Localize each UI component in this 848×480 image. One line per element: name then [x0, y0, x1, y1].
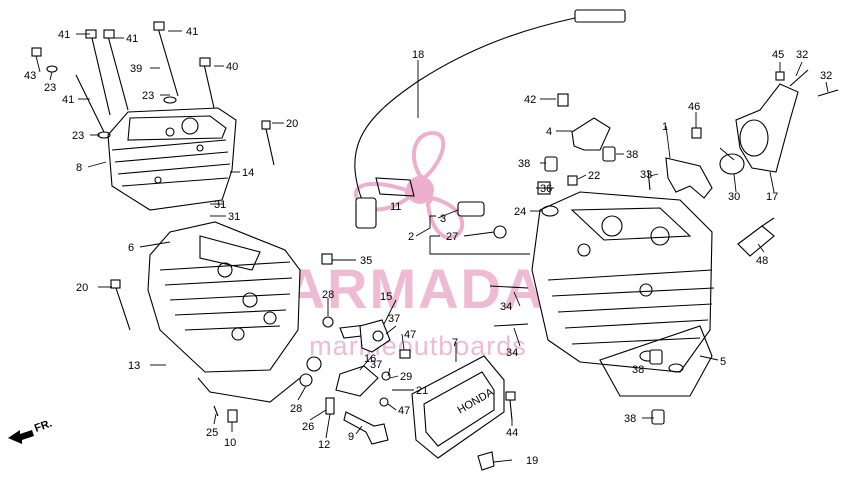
callout-38-a: 38	[518, 158, 530, 170]
callout-13: 13	[128, 360, 140, 372]
head-bolts-drawing	[31, 21, 215, 139]
callout-15: 15	[380, 291, 392, 303]
callout-37-a: 37	[388, 313, 400, 325]
parts-3-27-drawing	[457, 201, 507, 239]
callout-24: 24	[514, 206, 526, 218]
side-cover-7-drawing: HONDA	[411, 355, 505, 459]
callout-18: 18	[412, 49, 424, 61]
callout-34-b: 34	[506, 347, 518, 359]
callout-30: 30	[728, 191, 740, 203]
rear-head-cover-drawing	[107, 107, 237, 211]
callout-40: 40	[226, 61, 238, 73]
callout-14: 14	[242, 167, 254, 179]
callout-38-d: 38	[624, 413, 636, 425]
callout-6: 6	[128, 242, 134, 254]
callout-5: 5	[720, 356, 726, 368]
watermark-tagline: marineoutboards	[309, 331, 527, 361]
callout-21: 21	[416, 385, 428, 397]
callout-34-a: 34	[500, 301, 512, 313]
callout-32-a: 32	[796, 49, 808, 61]
callout-16: 16	[364, 353, 376, 365]
dowel-pins-drawing	[544, 146, 665, 425]
front-direction-label: FR.	[33, 417, 54, 434]
camshaft-parts-drawing	[213, 253, 411, 445]
callout-12: 12	[318, 439, 330, 451]
callout-48: 48	[756, 255, 768, 267]
callout-44: 44	[506, 427, 518, 439]
callout-33: 33	[640, 169, 652, 181]
leader-lines	[35, 30, 829, 463]
callout-32-b: 32	[820, 70, 832, 82]
callout-23-c: 23	[72, 130, 84, 142]
rear-cylinder-head-drawing	[110, 221, 301, 403]
callout-labels: 41 41 41 39 40 43 23 41 23 23 8 20 14 31…	[24, 26, 832, 467]
callout-45: 45	[772, 49, 784, 61]
callout-28-b: 28	[290, 403, 302, 415]
callout-29: 29	[400, 371, 412, 383]
callout-37-b: 37	[370, 359, 382, 371]
cable-18-drawing	[354, 9, 626, 229]
callout-19: 19	[526, 455, 538, 467]
callout-11: 11	[390, 201, 401, 213]
callout-17: 17	[766, 191, 778, 203]
callout-46: 46	[688, 101, 700, 113]
callout-9: 9	[348, 431, 354, 443]
callout-23-a: 23	[44, 82, 56, 94]
callout-31-b: 31	[228, 211, 240, 223]
holder-4-drawing	[557, 93, 611, 151]
callout-41-d: 41	[62, 94, 74, 106]
bolt-20-upper-drawing	[261, 120, 275, 166]
callout-8: 8	[76, 162, 82, 174]
callout-22: 22	[588, 170, 600, 182]
callout-42: 42	[524, 94, 536, 106]
callout-41-b: 41	[126, 33, 138, 45]
callout-41-a: 41	[58, 29, 70, 41]
callout-35: 35	[360, 255, 372, 267]
callout-31-a: 31	[214, 199, 226, 211]
callout-43: 43	[24, 70, 36, 82]
bolts-44-19-drawing	[477, 391, 516, 471]
callout-3: 3	[440, 213, 446, 225]
callout-39: 39	[130, 63, 142, 75]
callout-2: 2	[408, 231, 414, 243]
callout-27: 27	[446, 231, 458, 243]
callout-36: 36	[540, 183, 552, 195]
callout-38-b: 38	[626, 149, 638, 161]
callout-20-a: 20	[286, 118, 298, 130]
insulator-17-drawing	[719, 69, 839, 175]
front-cylinder-head-drawing	[531, 191, 715, 373]
watermark-propeller-icon	[354, 131, 465, 240]
callout-4: 4	[546, 126, 552, 138]
callout-7: 7	[452, 337, 458, 349]
callout-10: 10	[224, 437, 236, 449]
callout-28-a: 28	[322, 289, 334, 301]
front-direction-arrow-icon	[8, 430, 34, 444]
callout-23-b: 23	[142, 90, 154, 102]
callout-41-c: 41	[186, 26, 198, 38]
spark-plug-48-drawing	[737, 217, 775, 257]
callout-1: 1	[662, 121, 668, 133]
callout-47-a: 47	[404, 329, 416, 341]
bracket-1-drawing	[647, 127, 713, 199]
watermark: ARMADA marineoutboards	[285, 131, 543, 361]
callout-47-b: 47	[398, 405, 410, 417]
studs-34-drawing	[489, 285, 529, 327]
callout-26: 26	[302, 421, 314, 433]
callout-38-c: 38	[632, 364, 644, 376]
callout-20-b: 20	[76, 282, 88, 294]
callout-25: 25	[206, 427, 218, 439]
